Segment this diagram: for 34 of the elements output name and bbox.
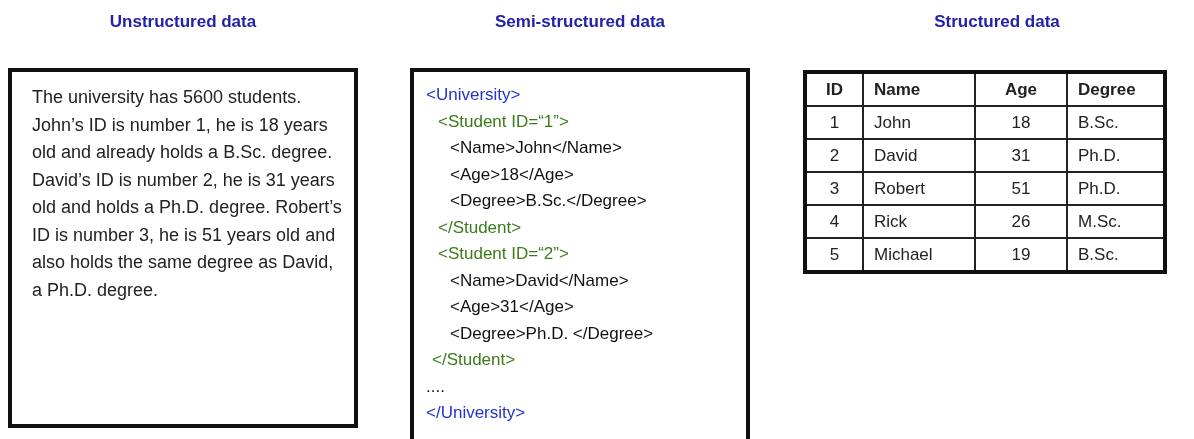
table-cell: 1 — [805, 106, 863, 139]
paragraph: David’s ID is number 2, he is 31 years old and holds a Ph.D. degree. Robert’s ID is number 3, he is 51 years old and also holds the same degree as David, a Ph.D. degree. — [32, 168, 343, 302]
column-header: ID — [805, 72, 863, 106]
code-line: <Age>18</Age> — [450, 163, 574, 186]
table-cell: Robert — [863, 172, 975, 205]
table-cell: 26 — [975, 205, 1067, 238]
table-cell: 3 — [805, 172, 863, 205]
table-cell: 2 — [805, 139, 863, 172]
table-cell: 4 — [805, 205, 863, 238]
code-line: <Name>John</Name> — [450, 137, 622, 159]
code-line: <University> — [426, 84, 521, 106]
table-cell: David — [863, 139, 975, 172]
table-cell: 51 — [975, 172, 1067, 205]
table-cell: Rick — [863, 205, 975, 238]
code-line: </Student> — [438, 216, 522, 239]
code-line: <Age>31</Age> — [450, 296, 574, 318]
table-cell: 31 — [975, 139, 1067, 172]
panel-heading: Unstructured data — [108, 12, 258, 32]
code-line: <Student ID=“1”> — [438, 110, 569, 133]
code-line: <Student ID=“2”> — [438, 243, 569, 265]
code-line: .... — [426, 375, 445, 398]
panel-heading: Structured data — [933, 12, 1061, 32]
code-line: </University> — [426, 402, 526, 424]
paragraph: The university has 5600 students. — [32, 86, 303, 109]
column-header: Name — [863, 72, 975, 106]
table-cell: John — [863, 106, 975, 139]
table-cell: 18 — [975, 106, 1067, 139]
panel-heading: Semi-structured data — [493, 12, 666, 32]
code-line: <Degree>Ph.D. </Degree> — [450, 322, 654, 345]
paragraph: John’s ID is number 1, he is 18 years old and already holds a B.Sc. degree. — [32, 113, 334, 164]
column-header: Age — [975, 72, 1067, 106]
code-line: </Student> — [432, 349, 516, 371]
code-line: <Name>David</Name> — [450, 269, 629, 292]
code-line: <Degree>B.Sc.</Degree> — [450, 190, 647, 212]
